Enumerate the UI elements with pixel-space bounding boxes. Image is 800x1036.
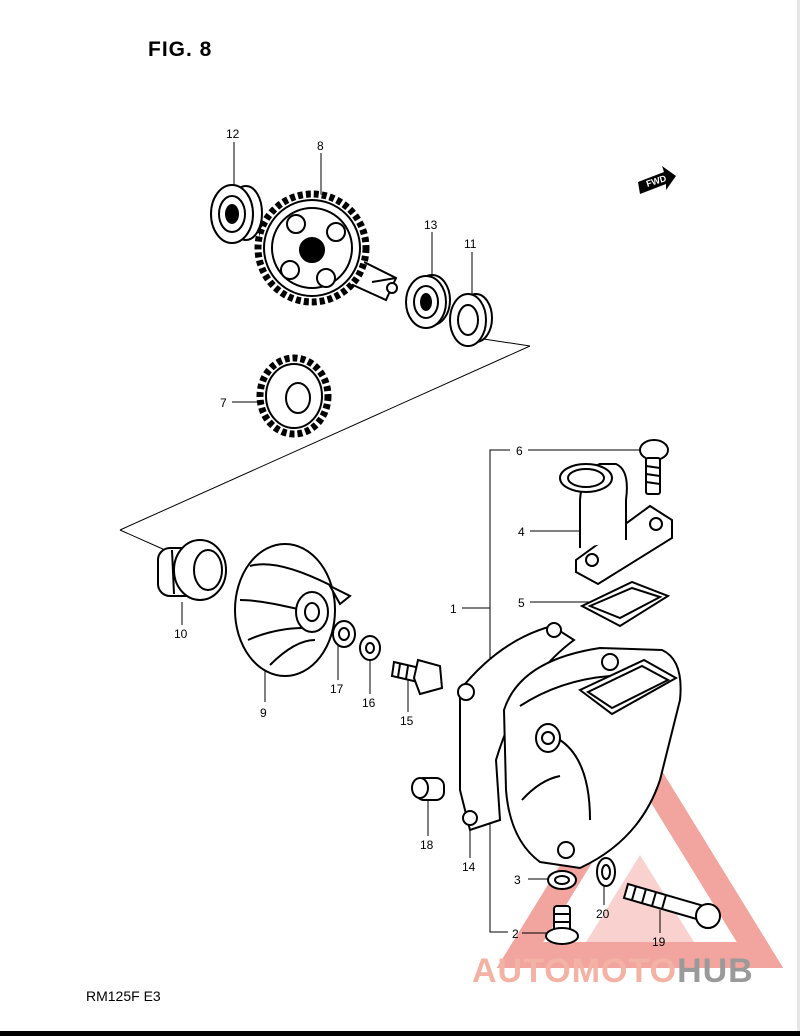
callout-10: 10	[174, 627, 188, 641]
callout-3: 3	[514, 873, 521, 887]
part-12-bearing	[210, 184, 263, 244]
leader-lines	[181, 142, 661, 934]
watermark-wordmark: AUTOMOTOHUB	[472, 952, 754, 991]
callout-19: 19	[652, 935, 666, 949]
part-19-bolt	[622, 882, 721, 929]
part-16-washer	[359, 635, 381, 661]
callout-11: 11	[464, 237, 477, 251]
part-5-gasket	[579, 580, 671, 628]
part-4-water-elbow	[559, 463, 673, 586]
callout-6: 6	[516, 444, 523, 458]
part-14-cover-gasket	[457, 622, 576, 832]
callout-13: 13	[424, 218, 438, 232]
callout-1: 1	[450, 602, 457, 616]
callout-18: 18	[420, 838, 434, 852]
part-2-drain-bolt	[545, 905, 579, 945]
part-8-impeller-shaft-gear	[254, 190, 398, 306]
callout-17: 17	[330, 682, 344, 696]
right-edge-rule	[797, 0, 800, 1036]
watermark-part-1: AUTOMOTO	[472, 952, 678, 990]
part-11-oil-seal	[449, 293, 493, 347]
callout-20: 20	[596, 907, 610, 921]
part-20-washer	[596, 857, 616, 887]
part-13-bearing	[405, 274, 451, 329]
callout-12: 12	[226, 127, 240, 141]
callout-2: 2	[512, 927, 519, 941]
part-10-seal	[157, 539, 227, 601]
part-9-impeller	[234, 543, 352, 677]
callout-14: 14	[462, 860, 476, 874]
bottom-edge-rule	[0, 1031, 800, 1036]
figure-title: FIG. 8	[148, 38, 213, 61]
part-7-drive-gear	[256, 354, 332, 438]
model-code: RM125F E3	[86, 988, 161, 1004]
part-6-screw	[639, 439, 669, 495]
fwd-arrow-icon: FWD	[638, 166, 676, 194]
callout-7: 7	[220, 396, 227, 410]
callout-16: 16	[362, 696, 376, 710]
part-3-washer	[547, 870, 577, 890]
callout-4: 4	[518, 525, 525, 539]
part-17-washer	[332, 620, 356, 648]
part-15-bolt	[390, 658, 444, 696]
callout-5: 5	[518, 596, 525, 610]
part-18-dowel-pin	[411, 777, 445, 801]
callout-15: 15	[400, 714, 414, 728]
callout-9: 9	[260, 706, 267, 720]
watermark-part-2: HUB	[677, 952, 754, 990]
part-1-water-pump-cover	[502, 646, 682, 870]
callout-labels: 12 8 13 11 7 6 4 1 5 10 9 17 16 15 18 14…	[174, 127, 666, 949]
callout-8: 8	[317, 139, 324, 153]
